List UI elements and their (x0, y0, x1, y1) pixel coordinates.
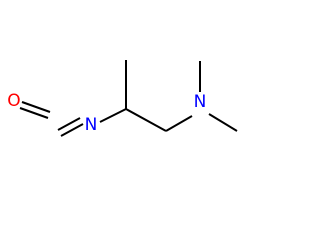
bond-ch2-amine-nitrogen (165, 115, 193, 132)
bond-oxygen-carbon-2 (19, 107, 49, 119)
bond-oxygen-carbon-1 (21, 101, 51, 113)
amine-nitrogen-label: N (194, 92, 207, 112)
structure-canvas: O N N (7, 60, 238, 137)
bond-carbon-nitrogen-2 (60, 123, 84, 137)
bond-ch-ch2 (125, 108, 167, 132)
isocyanate-nitrogen-label: N (85, 115, 98, 135)
bond-carbon-nitrogen-1 (57, 117, 81, 131)
bond-amine-nitrogen-methyl-right (208, 113, 238, 132)
bond-isocyanate-nitrogen-ch (99, 108, 127, 123)
oxygen-atom-label: O (7, 91, 20, 111)
chemical-structure-diagram: O N N (7, 60, 238, 137)
